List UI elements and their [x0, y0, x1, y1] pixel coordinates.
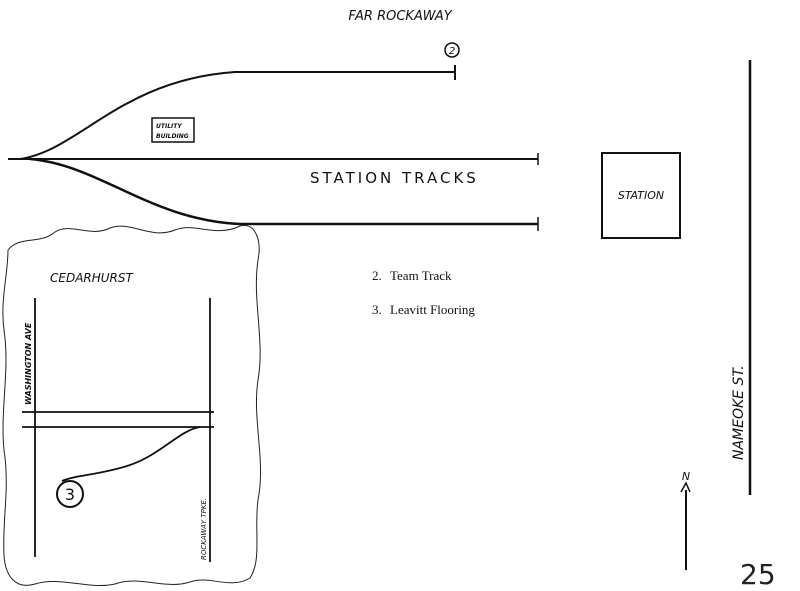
marker-2-circle: [444, 42, 460, 58]
station-building: [601, 152, 681, 239]
utility-building: [151, 117, 195, 143]
marker-2-label: 2: [449, 46, 455, 57]
leavitt-spur: [61, 426, 201, 482]
legend-label-2: Team Track: [390, 268, 452, 283]
team-track: [19, 71, 455, 160]
station-label: STATION: [618, 189, 664, 202]
page-number: 25: [740, 558, 776, 591]
nameoke-street-label: NAMEOKE ST.: [731, 365, 747, 460]
legend-label-3: Leavitt Flooring: [390, 302, 475, 317]
station-tracks-label: STATION TRACKS: [310, 169, 479, 187]
legend-number-2: 2.: [372, 268, 382, 283]
lower-track: [29, 157, 538, 226]
north-label: N: [682, 470, 690, 483]
utility-building-label-1: UTILITY: [156, 123, 182, 130]
utility-building-label-2: BUILDING: [156, 133, 189, 140]
inset-title: CEDARHURST: [50, 271, 135, 285]
inset-border: [2, 224, 262, 587]
map-title: FAR ROCKAWAY: [348, 9, 452, 24]
marker-3-circle: [56, 480, 84, 508]
washington-ave-label: WASHINGTON AVE: [24, 322, 33, 405]
marker-3-label: 3: [65, 485, 75, 504]
rockaway-tpke-label: ROCKAWAY TPKE.: [200, 498, 208, 560]
legend-number-3: 3.: [372, 302, 382, 317]
north-arrowhead-icon: [680, 481, 691, 493]
